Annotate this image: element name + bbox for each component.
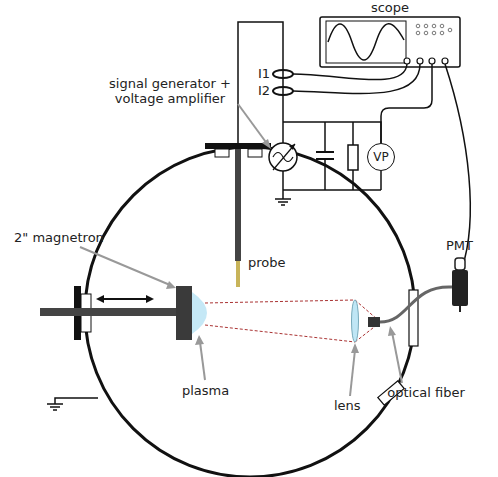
oscilloscope: scope [320, 0, 460, 67]
part-label: lens [334, 398, 361, 413]
part-label: signal generator + voltage amplifier [100, 76, 240, 106]
device-title: scope [320, 0, 460, 15]
part-label: optical fiber [386, 385, 466, 400]
part-label: I1 [258, 66, 270, 81]
part-label: PMT [446, 238, 473, 253]
signal-cable [381, 64, 432, 143]
part-label: plasma [182, 383, 229, 398]
meter-label: VP [373, 150, 388, 164]
voltmeter-circle: VP [367, 143, 395, 171]
part-label: probe [248, 255, 286, 270]
part-label: 2" magnetron [14, 230, 104, 245]
part-label: I2 [258, 83, 270, 98]
